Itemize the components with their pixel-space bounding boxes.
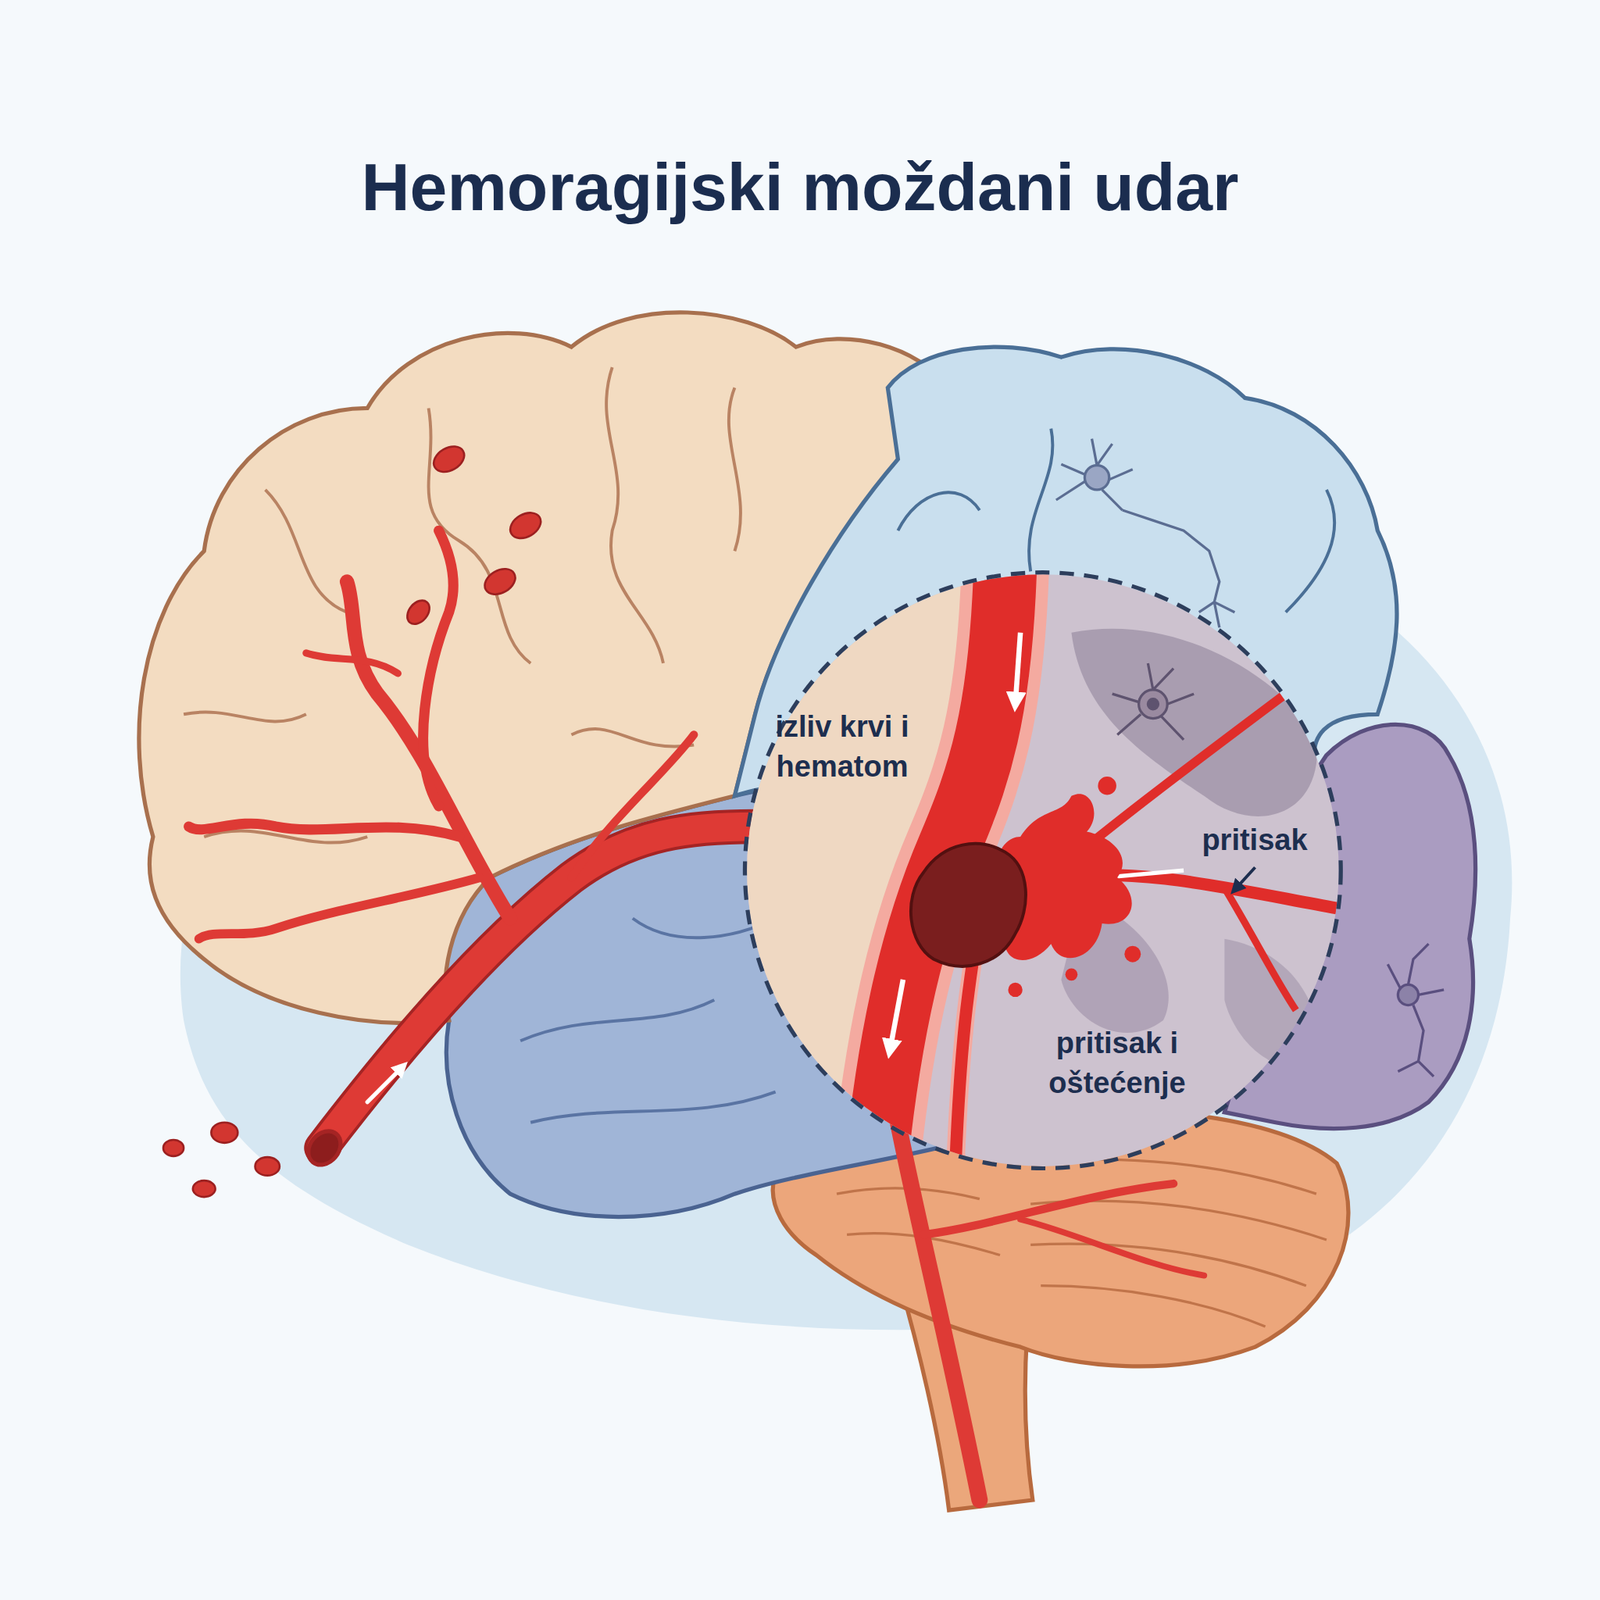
callout-label: izliv krvi i hematom [764,707,921,788]
zoom-circle [744,572,1341,1169]
basilar-artery [897,1122,1204,1500]
temporal-gyri [520,918,776,1123]
neuron [1387,943,1444,1077]
illustration-group [139,312,1512,1511]
blood-cells [163,441,546,1197]
title: Hemoragijski moždani udar [0,148,1600,226]
callout-label: pritisak [1201,820,1308,861]
pointer-arrow [1234,867,1255,890]
callout-label: pritisak i oštećenje [1027,1023,1208,1104]
zoom-detail [734,560,1368,1204]
artery [189,530,756,1172]
